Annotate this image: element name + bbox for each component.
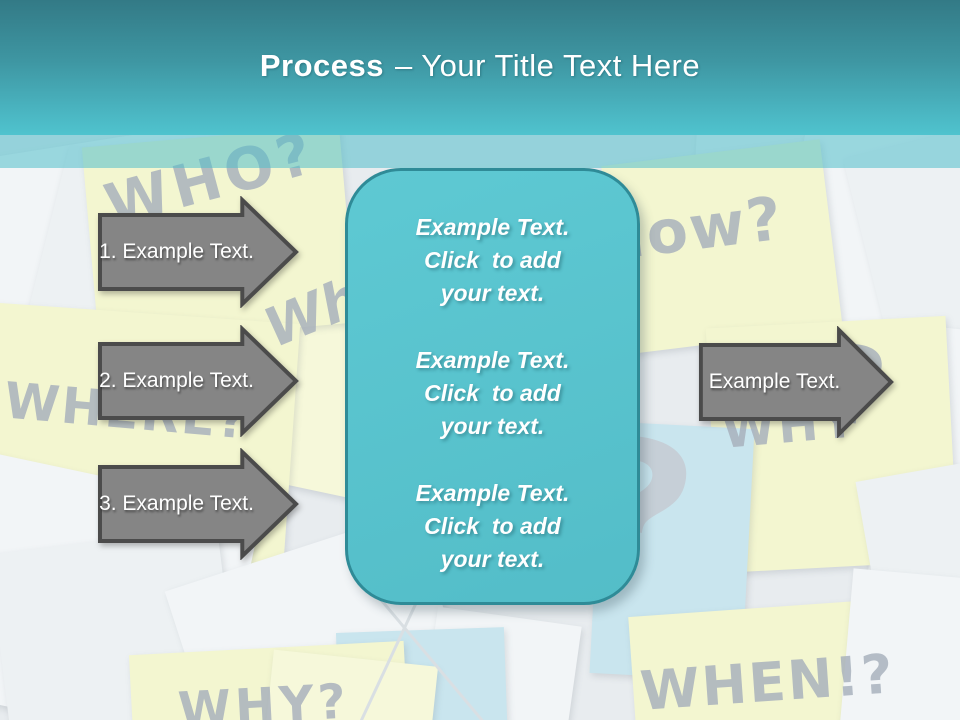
step-arrow-3[interactable]: 3. Example Text. (97, 448, 300, 560)
arrow-right-shape (97, 325, 299, 437)
arrow-right-shape (698, 326, 894, 438)
text-line: Click to add (424, 247, 561, 273)
step-arrow-label: 2. Example Text. (99, 369, 254, 392)
arrow-right-shape (97, 448, 299, 560)
output-arrow[interactable]: Example Text. (698, 326, 895, 438)
step-arrow-2[interactable]: 2. Example Text. (97, 325, 300, 437)
center-text-block-2: Example Text. Click to add your text. (416, 344, 570, 443)
text-line: Example Text. (415, 480, 570, 506)
text-line: your text. (440, 546, 545, 572)
text-line: your text. (440, 280, 545, 306)
text-line: your text. (440, 413, 545, 439)
center-text-block-1: Example Text. Click to add your text. (416, 211, 570, 310)
center-text-block-3: Example Text. Click to add your text. (416, 477, 570, 576)
text-line: Click to add (424, 513, 561, 539)
text-line: Click to add (424, 380, 561, 406)
arrow-right-shape (97, 196, 299, 308)
page-title: Process – Your Title Text Here (260, 48, 700, 84)
text-line: Example Text. (415, 347, 570, 373)
title-keyword: Process (259, 48, 385, 83)
output-arrow-label: Example Text. (708, 370, 841, 393)
header-translucent-band (0, 135, 960, 168)
title-bar: Process – Your Title Text Here (0, 0, 960, 135)
step-arrow-label: 1. Example Text. (99, 240, 254, 263)
text-line: Example Text. (415, 214, 570, 240)
handwritten-question-why-bottom: WHY? (176, 673, 352, 720)
step-arrow-1[interactable]: 1. Example Text. (97, 196, 300, 308)
title-subtitle: – Your Title Text Here (395, 48, 701, 83)
step-arrow-label: 3. Example Text. (99, 492, 254, 515)
center-text-box[interactable]: Example Text. Click to add your text. Ex… (345, 168, 640, 605)
